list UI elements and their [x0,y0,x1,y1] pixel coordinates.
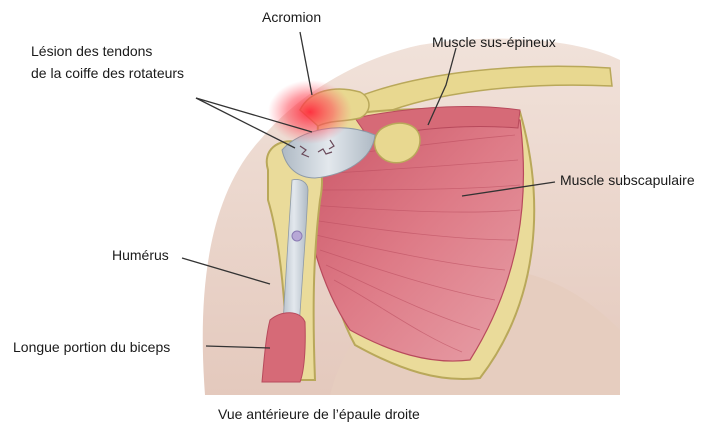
diagram-caption: Vue antérieure de l’épaule droite [218,405,420,423]
label-supraspinatus: Muscle sus-épineux [432,33,556,51]
label-lesion-line2: de la coiffe des rotateurs [31,64,184,82]
lesion-highlight [268,80,352,144]
label-lesion-line1: Lésion des tendons [31,42,152,60]
coracoid-process [375,123,420,163]
label-subscapularis: Muscle subscapulaire [560,171,695,189]
label-acromion: Acromion [262,8,321,26]
biceps-tendon-node [292,231,302,241]
label-humerus: Humérus [112,246,169,264]
label-biceps: Longue portion du biceps [13,338,170,356]
